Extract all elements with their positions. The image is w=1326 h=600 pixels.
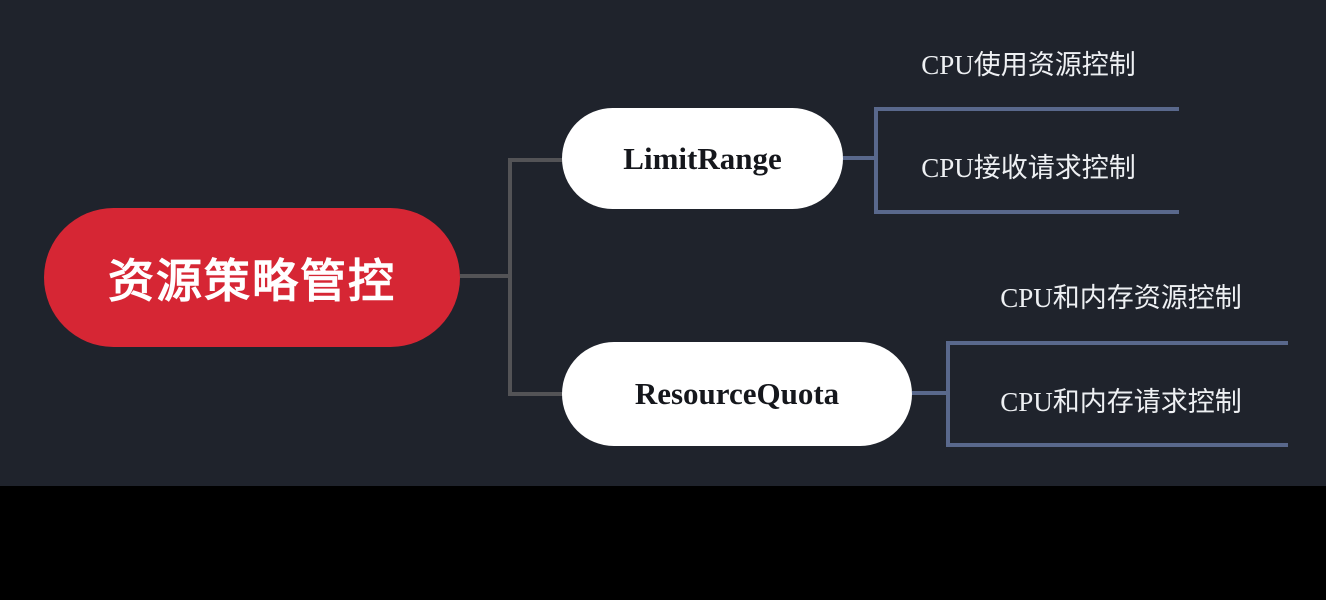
- connector-limitrange-leaf-bracket: [874, 107, 878, 214]
- leaf-underline-resourcequota-1: [946, 341, 1288, 345]
- leaf-underline-limitrange-2: [874, 210, 1179, 214]
- root-node[interactable]: 资源策略管控: [44, 208, 460, 347]
- letterbox-bar: [0, 486, 1326, 600]
- connector-resourcequota-leaf-bracket: [946, 341, 950, 447]
- branch-resourcequota-label: ResourceQuota: [634, 376, 840, 411]
- branch-limitrange-label: LimitRange: [623, 140, 782, 176]
- leaf-node-cpu-memory-request-control[interactable]: CPU和内存请求控制: [1000, 387, 1242, 417]
- connector-limitrange-stub: [508, 158, 564, 162]
- leaf-node-cpu-request-control[interactable]: CPU接收请求控制: [921, 153, 1136, 183]
- root-node-label: 资源策略管控: [108, 254, 396, 307]
- branch-node-limitrange[interactable]: LimitRange: [562, 108, 843, 209]
- connector-root-stub: [460, 274, 512, 278]
- connector-trunk-vertical: [508, 158, 512, 396]
- leaf-underline-limitrange-1: [874, 107, 1179, 111]
- leaf-node-cpu-memory-resource-control[interactable]: CPU和内存资源控制: [1000, 283, 1242, 313]
- connector-resourcequota-leaf-stub: [912, 391, 948, 395]
- mindmap-content-area: 资源策略管控 LimitRange CPU使用资源控制 CPU接收请求控制 Re…: [0, 0, 1326, 486]
- connector-resourcequota-stub: [508, 392, 564, 396]
- branch-node-resourcequota[interactable]: ResourceQuota: [562, 342, 912, 446]
- leaf-underline-resourcequota-2: [946, 443, 1288, 447]
- leaf-node-cpu-usage-control[interactable]: CPU使用资源控制: [921, 50, 1136, 80]
- connector-limitrange-leaf-stub: [843, 156, 876, 160]
